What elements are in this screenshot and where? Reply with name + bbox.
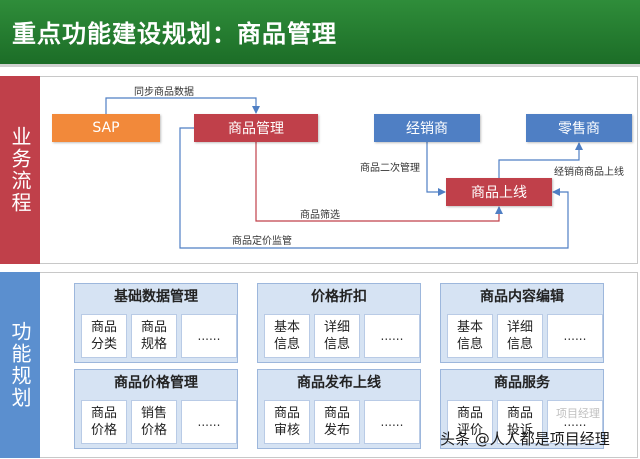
func-cell-more: ...... xyxy=(181,400,237,444)
group-content-edit: 商品内容编辑 基本信息 详细信息 ...... xyxy=(440,283,604,363)
edge-filter xyxy=(255,142,503,222)
group-title: 商品价格管理 xyxy=(114,375,198,391)
func-cell-more: ...... xyxy=(547,314,603,358)
func-cell: 详细信息 xyxy=(314,314,360,358)
section-label-function: 功能规划 xyxy=(0,272,40,458)
watermark-faint: 项目经理 xyxy=(556,407,600,420)
node-distributor: 经销商 xyxy=(374,114,480,142)
group-price-discount: 价格折扣 基本信息 详细信息 ...... xyxy=(257,283,421,363)
func-cell: 详细信息 xyxy=(497,314,543,358)
function-panel xyxy=(40,272,638,458)
func-cell-more: ...... xyxy=(364,400,420,444)
group-title: 商品发布上线 xyxy=(297,375,381,391)
page-title: 重点功能建设规划：商品管理 xyxy=(12,20,337,48)
group-basic-data: 基础数据管理 商品分类 商品规格 ...... xyxy=(74,283,238,363)
edge-secondary-mgmt xyxy=(426,142,446,196)
func-cell: 商品审核 xyxy=(264,400,310,444)
group-title: 基础数据管理 xyxy=(114,289,198,305)
group-title: 商品服务 xyxy=(494,375,550,391)
edge-label-price-control: 商品定价监管 xyxy=(232,236,292,247)
node-product-online: 商品上线 xyxy=(446,178,552,206)
edge-label-distributor-online: 经销商商品上线 xyxy=(554,167,624,178)
func-cell-more: ...... xyxy=(364,314,420,358)
func-cell: 基本信息 xyxy=(264,314,310,358)
func-cell: 商品评价 xyxy=(447,400,493,444)
node-retailer: 零售商 xyxy=(526,114,632,142)
func-cell: 商品规格 xyxy=(131,314,177,358)
func-cell-more: ...... xyxy=(547,400,603,444)
process-panel xyxy=(40,76,638,264)
edge-label-secondary-mgmt: 商品二次管理 xyxy=(360,163,420,174)
edge-label-sync: 同步商品数据 xyxy=(134,87,194,98)
section-label-process: 业务流程 xyxy=(0,76,40,264)
group-service: 商品服务 商品评价 商品投诉 ...... xyxy=(440,369,604,449)
node-product-management: 商品管理 xyxy=(194,114,318,142)
edge-sync xyxy=(105,97,260,114)
func-cell: 销售价格 xyxy=(131,400,177,444)
func-cell: 商品分类 xyxy=(81,314,127,358)
group-title: 价格折扣 xyxy=(311,289,367,305)
group-price-mgmt: 商品价格管理 商品价格 销售价格 ...... xyxy=(74,369,238,449)
edge-price-control xyxy=(179,127,569,249)
func-cell: 基本信息 xyxy=(447,314,493,358)
func-cell: 商品投诉 xyxy=(497,400,543,444)
group-title: 商品内容编辑 xyxy=(480,289,564,305)
node-sap: SAP xyxy=(52,114,160,142)
group-publish: 商品发布上线 商品审核 商品发布 ...... xyxy=(257,369,421,449)
section-function-text: 功能规划 xyxy=(8,321,32,409)
func-cell: 商品发布 xyxy=(314,400,360,444)
func-cell: 商品价格 xyxy=(81,400,127,444)
func-cell-more: ...... xyxy=(181,314,237,358)
watermark: 头条 @人人都是项目经理 xyxy=(440,430,610,448)
section-process-text: 业务流程 xyxy=(8,126,32,214)
edge-distributor-online xyxy=(498,142,583,178)
title-banner: 重点功能建设规划：商品管理 xyxy=(0,0,640,64)
banner-divider xyxy=(0,64,640,67)
edge-label-filter: 商品筛选 xyxy=(300,210,340,221)
